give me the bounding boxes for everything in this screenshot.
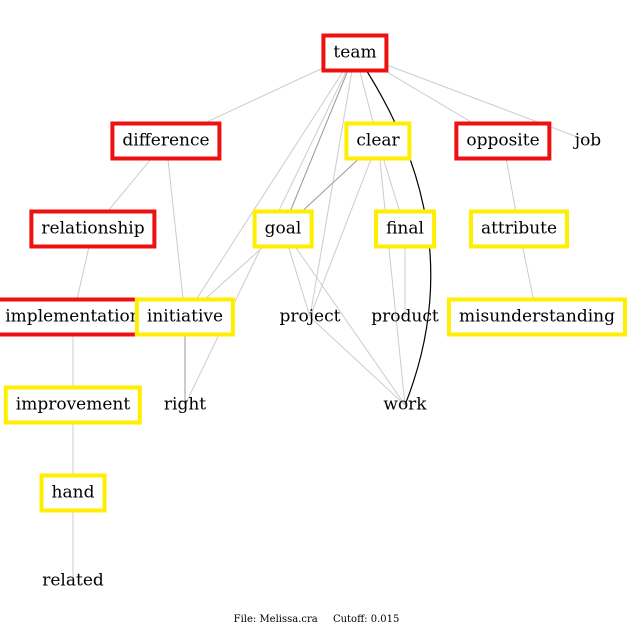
edge-team-project <box>309 52 356 318</box>
edge-clear-work <box>377 140 406 406</box>
node-job[interactable]: job <box>574 130 602 151</box>
node-opposite[interactable]: opposite <box>454 121 552 161</box>
node-initiative[interactable]: initiative <box>134 297 236 337</box>
node-clear[interactable]: clear <box>344 121 412 161</box>
node-attribute[interactable]: attribute <box>468 209 570 249</box>
node-improvement[interactable]: improvement <box>3 385 143 425</box>
node-final[interactable]: final <box>374 209 436 249</box>
edge-project-work <box>309 316 406 406</box>
node-project[interactable]: project <box>279 306 341 327</box>
footer-file: File: Melissa.cra <box>233 614 318 625</box>
edge-team-goal <box>282 52 356 230</box>
node-team[interactable]: team <box>321 33 389 73</box>
footer-cutoff: Cutoff: 0.015 <box>332 614 400 625</box>
edge-clear-project <box>309 140 379 318</box>
node-right[interactable]: right <box>163 394 207 415</box>
node-misunderstanding[interactable]: misunderstanding <box>446 297 628 337</box>
node-product[interactable]: product <box>371 306 439 327</box>
node-work[interactable]: work <box>383 394 427 415</box>
node-goal[interactable]: goal <box>252 209 314 249</box>
node-difference[interactable]: difference <box>110 121 222 161</box>
node-relationship[interactable]: relationship <box>29 209 157 249</box>
node-implementation[interactable]: implementation <box>0 297 153 337</box>
edge-difference-initiative <box>165 140 186 318</box>
edge-team-initiative <box>184 52 356 318</box>
edge-goal-work <box>282 228 406 406</box>
node-hand[interactable]: hand <box>39 473 107 513</box>
node-related[interactable]: related <box>42 570 104 591</box>
footer: File: Melissa.cra Cutoff: 0.015 <box>0 614 633 625</box>
